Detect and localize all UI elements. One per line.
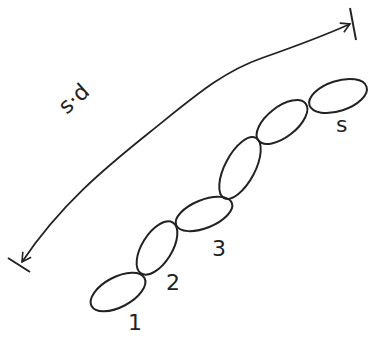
dimension-arrow [22,24,350,262]
callout-number: 1 [128,312,142,334]
chain-links [84,72,371,319]
end-tick [8,258,30,272]
end-tick [350,8,356,40]
dimension-label: s·d [55,80,94,118]
callout-number: s [336,114,347,136]
chain-link [305,72,371,119]
callout-number: 2 [166,272,180,294]
chain-link [249,92,315,153]
chain-link [171,190,237,238]
callout-number: 3 [212,238,226,260]
